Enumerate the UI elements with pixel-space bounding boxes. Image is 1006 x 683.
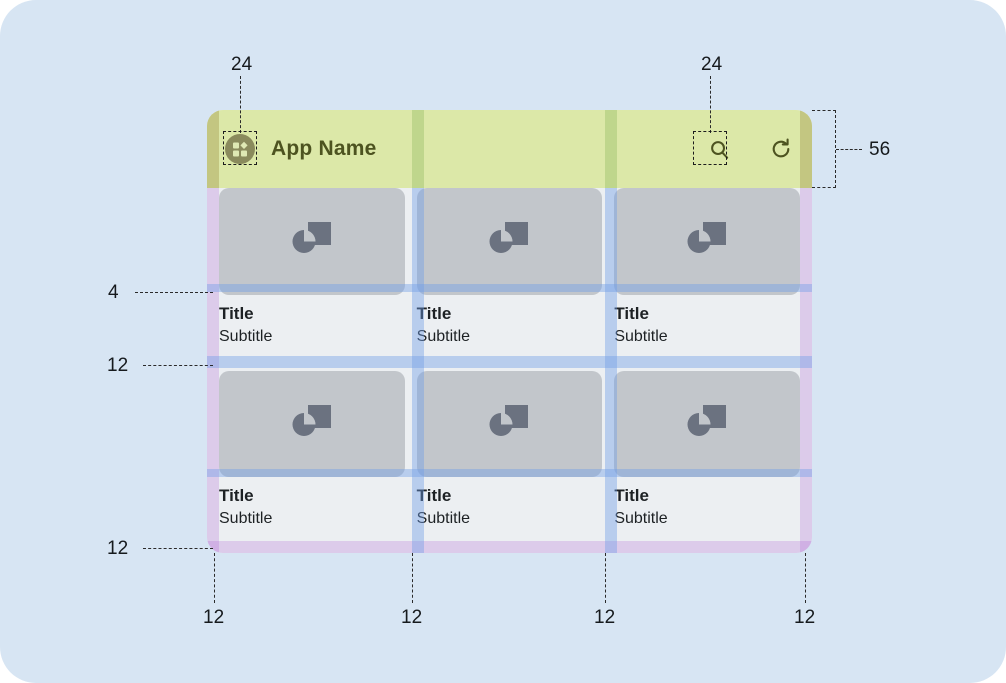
column-gap-1-leader (412, 553, 413, 603)
grid-right-padding-overlay (800, 188, 812, 553)
grid-bottom-padding-overlay (207, 541, 812, 553)
image-placeholder-icon (416, 188, 603, 295)
media-title-gap-overlay-row2 (207, 469, 812, 477)
bottom-padding-leader (143, 548, 213, 549)
appbar-right-padding-overlay (800, 110, 812, 188)
refresh-icon[interactable] (768, 136, 794, 162)
left-padding-leader (214, 553, 215, 603)
annotation-logo-size: 24 (231, 54, 253, 75)
grid-column-gutter-2 (605, 188, 617, 553)
card-title: Title (614, 486, 649, 505)
annotation-search-size: 24 (701, 54, 723, 75)
media-title-gap-overlay-row1 (207, 284, 812, 292)
annotation-right-padding: 12 (794, 607, 816, 628)
card-subtitle: Subtitle (219, 327, 273, 345)
appbar-height-bracket (812, 110, 836, 188)
card-text-block: Title Subtitle (614, 477, 800, 541)
card-subtitle: Subtitle (614, 510, 668, 528)
card-subtitle: Subtitle (416, 510, 471, 528)
image-placeholder-icon (614, 370, 800, 477)
list-item[interactable]: Title Subtitle (219, 370, 405, 542)
card-title: Title (219, 303, 254, 323)
list-item[interactable]: Title Subtitle (416, 370, 603, 542)
media-title-gap-leader (135, 292, 213, 293)
card-subtitle: Subtitle (219, 510, 273, 528)
card-title: Title (219, 486, 254, 505)
list-item[interactable]: Title Subtitle (416, 188, 603, 359)
annotation-column-gap-1: 12 (401, 607, 423, 628)
app-grid-logo-icon[interactable] (225, 134, 255, 164)
app-bar-leading: App Name (225, 134, 706, 164)
right-padding-leader (805, 553, 806, 603)
card-text-block: Title Subtitle (614, 295, 800, 359)
annotation-appbar-height: 56 (869, 139, 891, 160)
card-subtitle: Subtitle (416, 327, 471, 345)
spacing-overlay-layer (207, 110, 812, 553)
app-bar: App Name (207, 110, 812, 188)
image-placeholder-icon (219, 370, 405, 477)
card-text-block: Title Subtitle (417, 477, 603, 541)
app-bar-actions (706, 136, 794, 162)
card-grid: Title Subtitle Title Subtitle (207, 188, 812, 553)
annotation-left-padding: 12 (203, 607, 225, 628)
grid-left-padding-overlay (207, 188, 219, 553)
annotation-media-title-gap: 4 (108, 282, 119, 303)
app-title: App Name (271, 137, 377, 160)
appbar-height-leader (836, 149, 862, 150)
card-title: Title (614, 303, 649, 323)
appbar-gutter-overlay-2 (605, 110, 617, 188)
appbar-gutter-overlay-1 (412, 110, 424, 188)
card-text-block: Title Subtitle (219, 477, 405, 541)
annotation-bottom-padding: 12 (107, 538, 129, 559)
image-placeholder-icon (416, 370, 603, 477)
image-placeholder-icon (219, 188, 405, 295)
row-gap-leader (143, 365, 213, 366)
search-icon[interactable] (706, 136, 732, 162)
list-item[interactable]: Title Subtitle (614, 188, 800, 359)
list-item[interactable]: Title Subtitle (219, 188, 405, 359)
list-item[interactable]: Title Subtitle (614, 370, 800, 542)
card-title: Title (416, 486, 452, 505)
card-subtitle: Subtitle (614, 327, 668, 345)
card-text-block: Title Subtitle (219, 295, 405, 359)
column-gap-2-leader (605, 553, 606, 603)
annotation-column-gap-2: 12 (594, 607, 616, 628)
grid-column-gutter-1 (412, 188, 424, 553)
card-text-block: Title Subtitle (417, 295, 603, 359)
appbar-left-padding-overlay (207, 110, 219, 188)
image-placeholder-icon (614, 188, 800, 295)
app-mockup-frame: App Name (207, 110, 812, 553)
annotation-row-gap: 12 (107, 355, 129, 376)
grid-row-gap-overlay (207, 356, 812, 368)
card-title: Title (416, 303, 452, 323)
